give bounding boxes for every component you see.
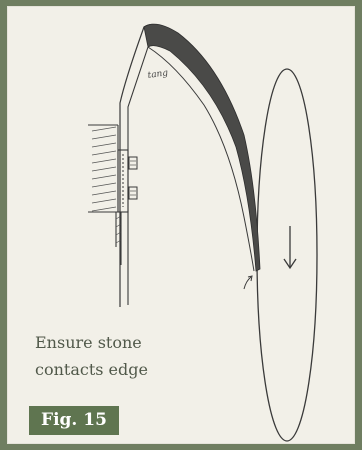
caption-line-2: contacts edge [35, 356, 195, 383]
figure-caption: Ensure stone contacts edge [35, 329, 195, 383]
figure-number-tag: Fig. 15 [29, 406, 119, 435]
stone-outline [257, 69, 317, 441]
direction-arrow-icon [284, 226, 296, 268]
figure-frame: tang Ensure stone contacts edge Fig. 15 [7, 6, 355, 444]
caption-line-1: Ensure stone [35, 329, 195, 356]
blade-sketch [120, 24, 260, 307]
tang-label: tang [147, 68, 169, 81]
vise-block [88, 125, 121, 265]
